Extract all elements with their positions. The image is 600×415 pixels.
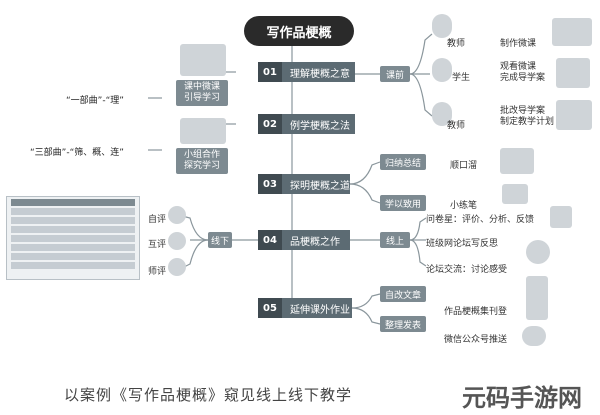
tag-self-revise: 自改文章 [380,286,426,302]
step-02: 02 例学梗概之法 [258,114,355,134]
classroom-illustration [180,44,226,76]
teacher-avatar [168,258,186,276]
step-label: 品梗概之作 [290,236,340,248]
label-teacher-2: 教师 [447,121,466,131]
label-self-eval: 自评 [148,215,167,225]
step-04: 04 品梗概之作 [258,230,350,250]
watermark: 元码手游网 [462,384,582,412]
teacher-icon-2 [432,102,452,126]
publish-wechat: 微信公众号推送 [444,335,508,345]
chart-icon [550,206,572,228]
quote-one-part: “一部曲”-“理” [66,96,124,106]
box-micro-lesson: 课中微课 引导学习 [176,80,228,106]
step-num: 05 [258,298,282,318]
label-peer-eval: 互评 [148,240,167,250]
step-num: 04 [258,230,282,250]
students-avatar [168,232,186,250]
step-05: 05 延伸课外作业 [258,298,352,318]
browser-icon [526,240,550,264]
tag-publish: 整理发表 [380,316,426,332]
step-label: 理解梗概之意 [290,68,350,80]
action-watch-video: 观看微课 完成导学案 [500,62,546,83]
publish-collection: 作品梗概集刊登 [444,307,508,317]
wechat-icon [522,326,546,346]
step-01: 01 理解梗概之意 [258,62,355,82]
step-label: 延伸课外作业 [290,304,350,316]
step-num: 03 [258,174,282,194]
label-teacher-1: 教师 [447,39,466,49]
step-03: 03 探明梗概之道 [258,174,350,194]
tag-summarize: 归纳总结 [380,154,426,170]
evaluation-table-image [6,196,140,280]
item-writing-practice: 小练笔 [450,201,478,211]
online-survey: 问卷星：评价、分析、反馈 [426,215,535,225]
label-teacher-eval: 师评 [148,267,167,277]
tag-offline: 线下 [208,232,232,248]
action-make-video: 制作微课 [500,39,537,49]
caption: 以案例《写作品梗概》窥见线上线下教学 [64,386,353,404]
quote-three-part: “三部曲”-“筛、概、连” [30,148,124,158]
label-student: 学生 [452,73,471,83]
group-illustration [180,118,226,144]
box-group-study: 小组合作 探究学习 [176,148,228,174]
item-rhyme: 顺口溜 [450,161,478,171]
step-label: 例学梗概之法 [290,120,350,132]
title-pill: 写作品梗概 [244,16,354,46]
laptop-icon [552,18,592,46]
online-forum: 班级网论坛写反思 [426,239,499,249]
pen-icon [502,184,528,204]
step-num: 02 [258,114,282,134]
tablet-icon [556,58,590,88]
step-label: 探明梗概之道 [290,180,350,192]
student-avatar [168,206,186,224]
step-num: 01 [258,62,282,82]
tag-apply: 学以致用 [380,195,426,211]
books-icon [556,100,592,130]
tag-online: 线上 [380,232,410,248]
action-grade-plan: 批改导学案 制定教学计划 [500,106,555,127]
book-cover-icon [526,276,548,320]
online-discussion: 论坛交流：讨论感受 [426,265,508,275]
student-icon [432,58,452,82]
cards-icon [500,148,534,174]
teacher-icon [432,14,452,38]
tag-before-class: 课前 [380,66,410,82]
